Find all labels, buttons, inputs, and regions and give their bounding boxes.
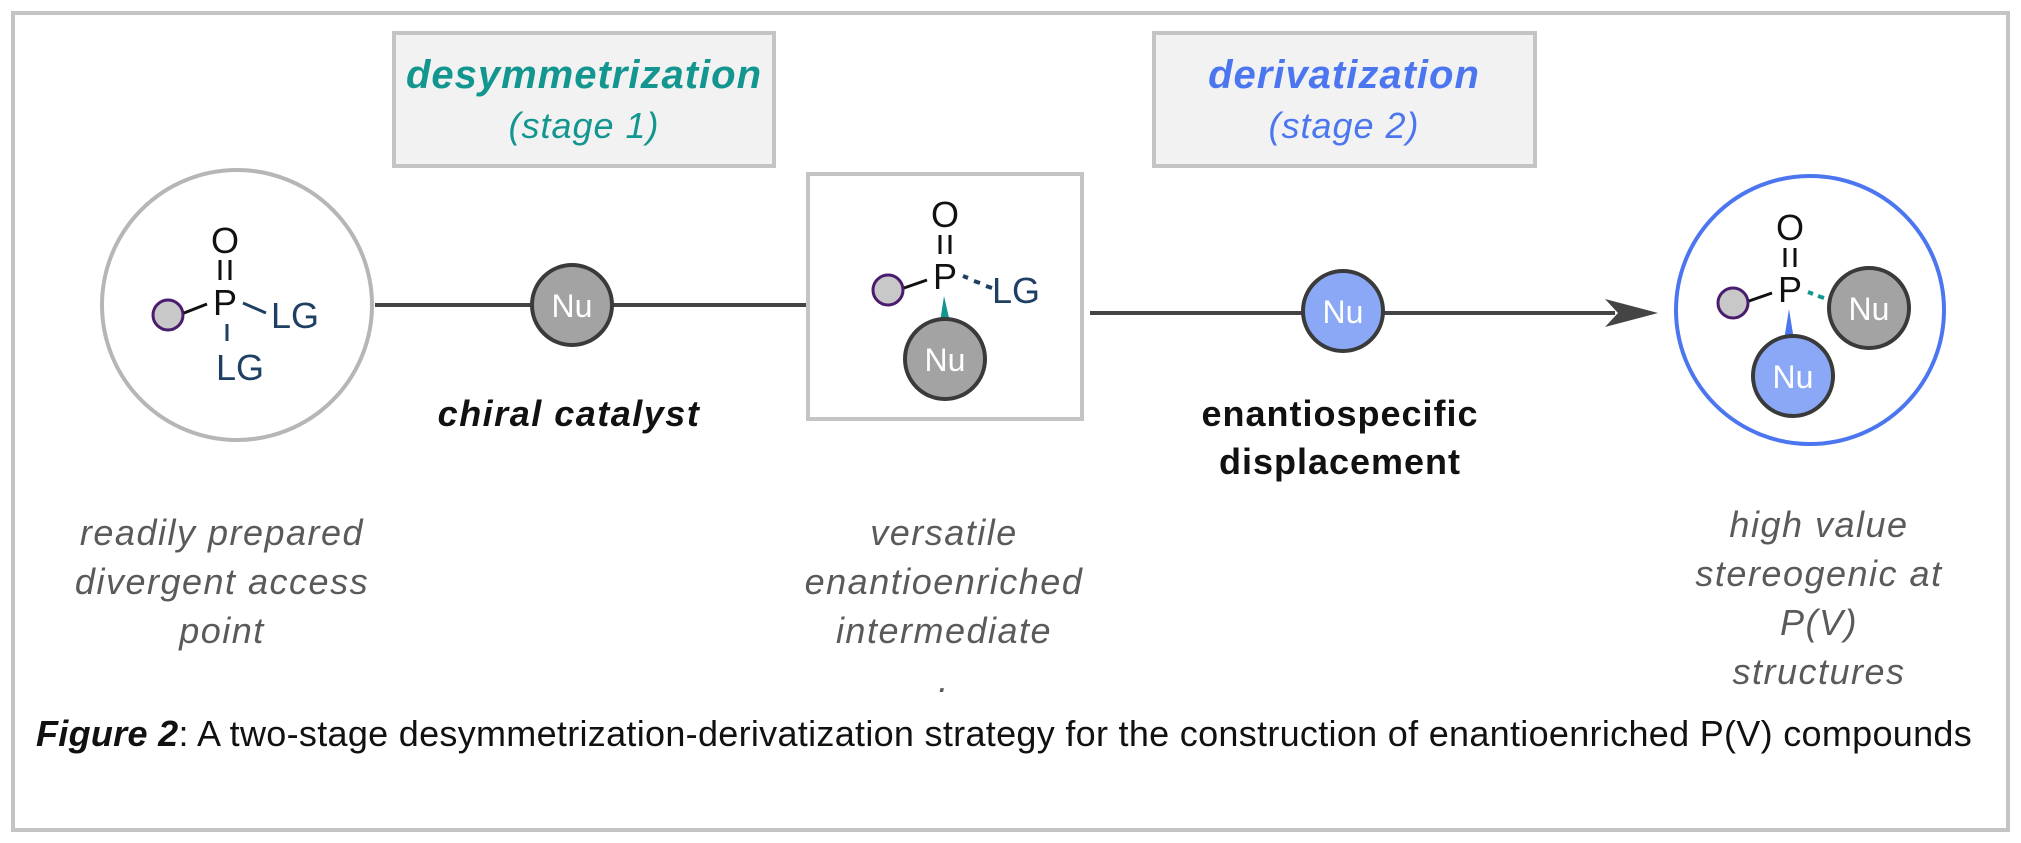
stage2-title: derivatization — [1208, 53, 1480, 97]
arrow-head-icon — [1605, 299, 1658, 327]
svg-text:readily prepared: readily prepared — [80, 512, 364, 553]
nucleophile-reagent-2: Nu — [1301, 269, 1385, 353]
start-leaving-group-right: LG — [271, 295, 319, 336]
nucleophile-label-2: Nu — [1323, 294, 1364, 330]
starting-material: O P LG LG — [100, 168, 374, 442]
condition-step1: chiral catalyst — [438, 393, 701, 434]
svg-text:high value: high value — [1729, 504, 1908, 545]
stage1-subtitle: (stage 1) — [508, 105, 659, 146]
wedge-bond — [940, 296, 950, 322]
svg-text:.: . — [938, 659, 950, 700]
intermediate-nucleophile: Nu — [925, 342, 966, 378]
intermediate-description: versatile enantioenriched intermediate . — [805, 512, 1084, 700]
caption-label: Figure 2 — [36, 713, 179, 754]
intermediate-oxygen: O — [931, 194, 959, 235]
start-description: readily prepared divergent access point — [75, 512, 369, 651]
stage2-box: derivatization (stage 2) — [1152, 31, 1537, 168]
start-phosphorus: P — [213, 282, 237, 323]
condition-step2-line2: displacement — [1219, 441, 1461, 482]
nucleophile-reagent-1: Nu — [530, 263, 614, 347]
start-oxygen: O — [211, 220, 239, 261]
product-description: high value stereogenic at P(V) structure… — [1695, 504, 1943, 692]
intermediate-leaving-group: LG — [992, 270, 1040, 311]
start-leaving-group-bottom: LG — [216, 347, 264, 388]
svg-text:divergent access: divergent access — [75, 561, 369, 602]
product-nucleophile-gray: Nu — [1849, 291, 1890, 327]
intermediate: O P LG Nu — [806, 172, 1084, 421]
wedge-bond — [1784, 309, 1794, 340]
condition-step2-line1: enantiospecific — [1201, 393, 1478, 434]
svg-text:intermediate: intermediate — [836, 610, 1052, 651]
figure-frame — [11, 11, 2010, 832]
substituent-icon — [1716, 286, 1750, 320]
stage1-box: desymmetrization (stage 1) — [392, 31, 776, 168]
svg-text:enantioenriched: enantioenriched — [805, 561, 1084, 602]
product-nucleophile-blue: Nu — [1773, 359, 1814, 395]
intermediate-phosphorus: P — [933, 256, 957, 297]
nucleophile-label-1: Nu — [552, 288, 593, 324]
svg-text:point: point — [178, 610, 265, 651]
substituent-icon — [151, 298, 185, 332]
product-oxygen: O — [1776, 207, 1804, 248]
stage1-title: desymmetrization — [406, 53, 762, 97]
product-circle — [1674, 174, 1946, 446]
substituent-icon — [871, 273, 905, 307]
stage2-subtitle: (stage 2) — [1268, 105, 1419, 146]
svg-text:stereogenic at: stereogenic at — [1695, 553, 1943, 594]
svg-text:P(V): P(V) — [1780, 602, 1858, 643]
product-phosphorus: P — [1778, 269, 1802, 310]
svg-text:versatile: versatile — [870, 512, 1018, 553]
svg-text:structures: structures — [1732, 651, 1905, 692]
start-circle — [100, 168, 374, 442]
product: O P Nu Nu — [1674, 174, 1946, 446]
figure-caption: Figure 2: A two-stage desymmetrization-d… — [36, 710, 1986, 757]
caption-text: : A two-stage desymmetrization-derivatiz… — [178, 713, 1973, 754]
